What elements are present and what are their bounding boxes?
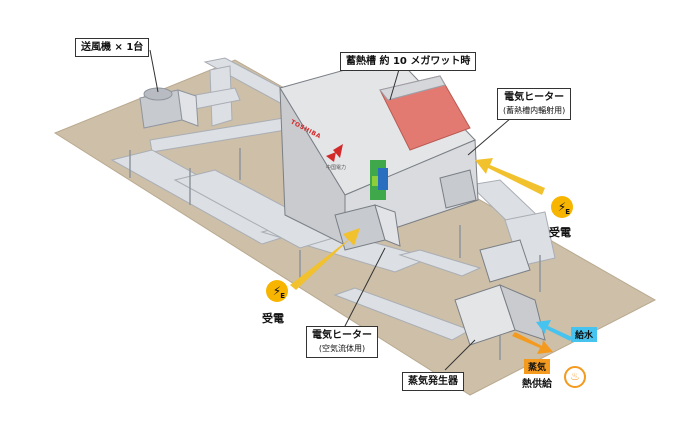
heat-supply-label: 熱供給 (522, 379, 552, 390)
top-heater-subtitle: (蓄熱槽内輻射用) (503, 106, 566, 115)
leader-lines (149, 49, 519, 371)
side-heater-box (439, 169, 477, 209)
blower-label-text: 送風機 × 1台 (81, 42, 144, 53)
power-arrows (290, 158, 545, 290)
top-heater-label: 電気ヒーター (蓄熱槽内輻射用) (497, 88, 572, 120)
storage-tank-label: 蓄熱槽 約 10 メガワット時 (340, 52, 477, 71)
water-supply-label: 給水 (571, 327, 598, 342)
water-supply-arrow (536, 320, 572, 341)
blower-unit (139, 87, 199, 129)
power-badge-letter: E (565, 208, 570, 216)
steam-generator-unit (454, 239, 546, 346)
bottom-heater-label: 電気ヒーター (空気流体用) (306, 326, 378, 358)
lightning-icon: ⚡E (551, 196, 573, 218)
bottom-heater-subtitle: (空気流体用) (318, 344, 366, 353)
steam-generator-label-text: 蒸気発生器 (408, 376, 458, 387)
power-arrow-left (290, 228, 360, 290)
power-arrow-right (475, 158, 545, 195)
partner-name: 中国電力 (326, 165, 347, 171)
blower-label: 送風機 × 1台 (75, 38, 150, 57)
steam-generator-label: 蒸気発生器 (402, 372, 464, 391)
partner-logo-mark (333, 144, 343, 158)
heat-supply-icon: ♨ (564, 366, 586, 388)
lightning-icon: ⚡E (266, 280, 288, 302)
top-heater-title: 電気ヒーター (504, 92, 565, 103)
receive-power-left-label: 受電 (262, 312, 284, 325)
steam-arrow (512, 332, 553, 354)
support-legs (129, 148, 541, 360)
bottom-heater-title: 電気ヒーター (312, 330, 372, 341)
power-badge-letter: E (280, 292, 285, 300)
steam-label: 蒸気 (524, 359, 551, 374)
storage-tank-label-text: 蓄熱槽 約 10 メガワット時 (346, 56, 471, 67)
receive-power-right-label: 受電 (549, 226, 571, 239)
